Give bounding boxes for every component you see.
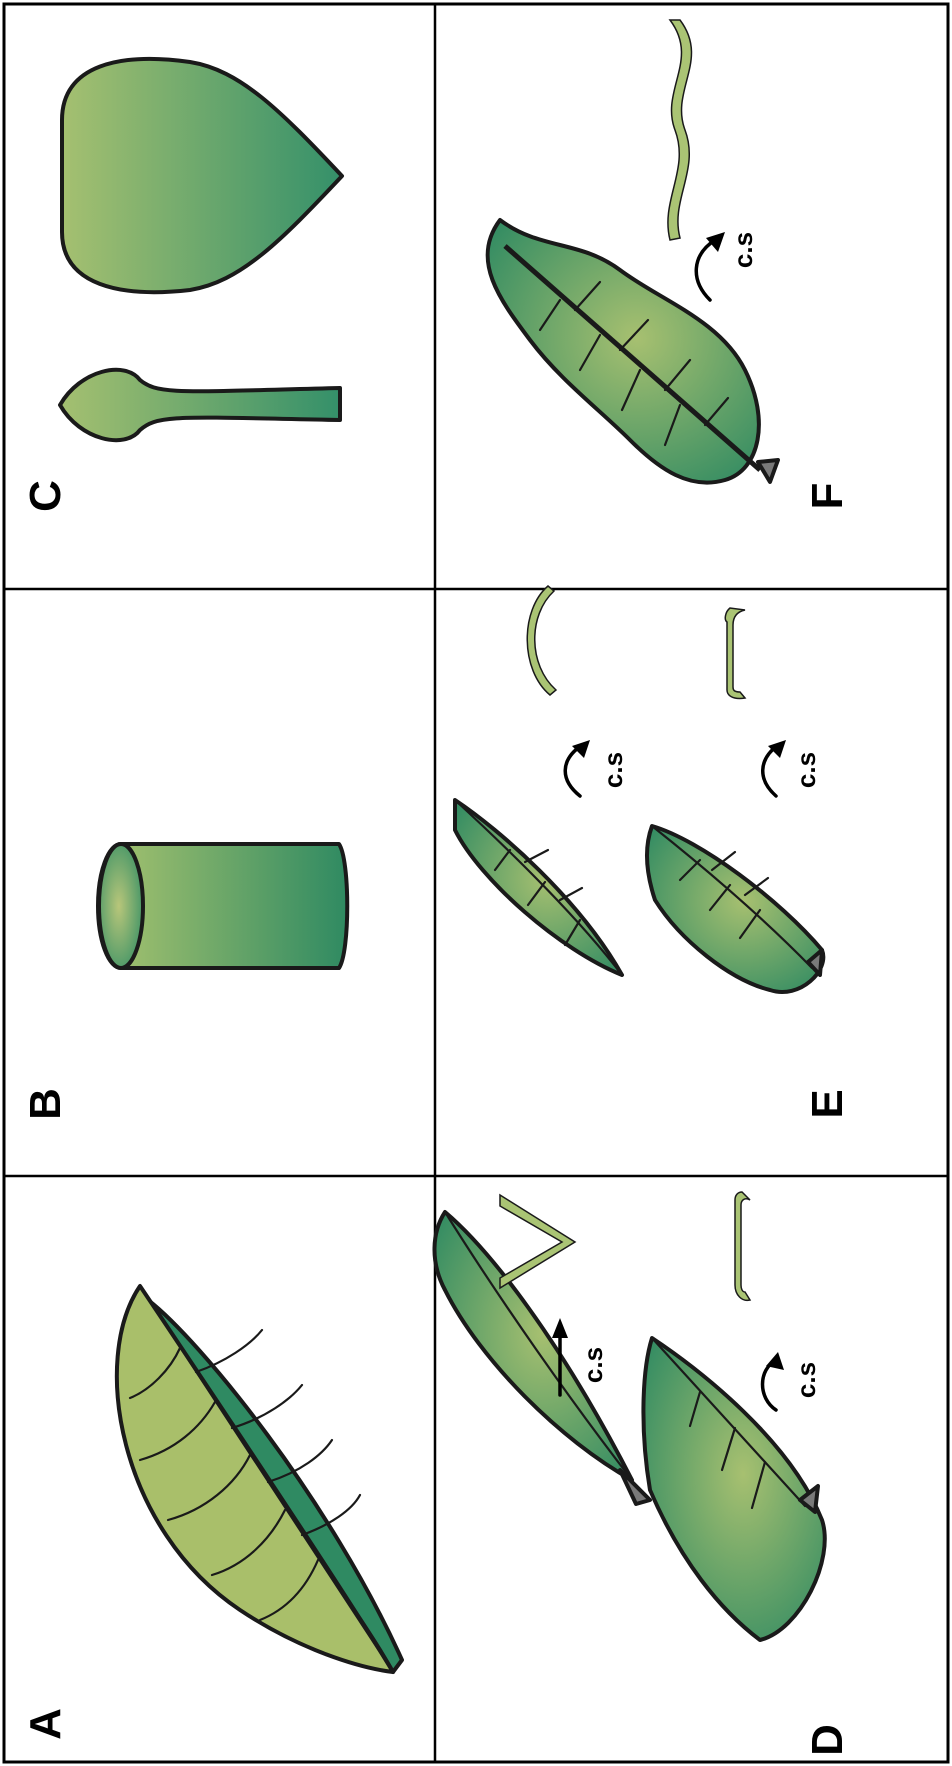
cs-label-e-top: c.s <box>598 752 628 788</box>
spathulate-leaf-illustration <box>60 370 340 440</box>
curved-leaf-illustration <box>455 800 622 975</box>
panel-label-d: D <box>803 1724 852 1756</box>
panel-label-b: B <box>21 1088 70 1120</box>
panel-b: B <box>21 844 347 1120</box>
panel-f: c.s F <box>488 20 852 509</box>
panel-label-e: E <box>803 1089 852 1118</box>
panel-a: A <box>21 1286 402 1740</box>
panel-label-c: C <box>21 480 70 512</box>
flat-section-illustration <box>735 1192 750 1300</box>
cs-arrow-d-bottom <box>763 1352 785 1410</box>
cs-arrow-e-top <box>565 740 590 796</box>
cs-label-f: c.s <box>728 232 758 268</box>
cs-label-e-bottom: c.s <box>791 752 821 788</box>
panel-c: C <box>21 59 342 512</box>
cs-arrow-f <box>696 232 725 300</box>
panel-d: c.s c.s D <box>434 1192 852 1756</box>
cs-arrow-e-bottom <box>763 740 786 796</box>
bifacial-leaf-illustration <box>117 1286 402 1672</box>
cs-label-d-top: c.s <box>578 1347 608 1383</box>
wavy-section-illustration <box>668 20 692 240</box>
panel-label-f: F <box>803 483 852 510</box>
panel-e: c.s c.s E <box>455 586 852 1119</box>
drop-shaped-leaf-illustration <box>62 59 342 292</box>
arc-section-illustration <box>527 586 556 695</box>
cs-label-d-bottom: c.s <box>791 1362 821 1398</box>
u-section-illustration <box>725 608 745 698</box>
v-section-illustration <box>500 1195 575 1288</box>
rolled-leaf-illustration <box>647 826 823 992</box>
cylindrical-leaf-illustration <box>98 844 347 968</box>
panel-label-a: A <box>21 1708 70 1740</box>
